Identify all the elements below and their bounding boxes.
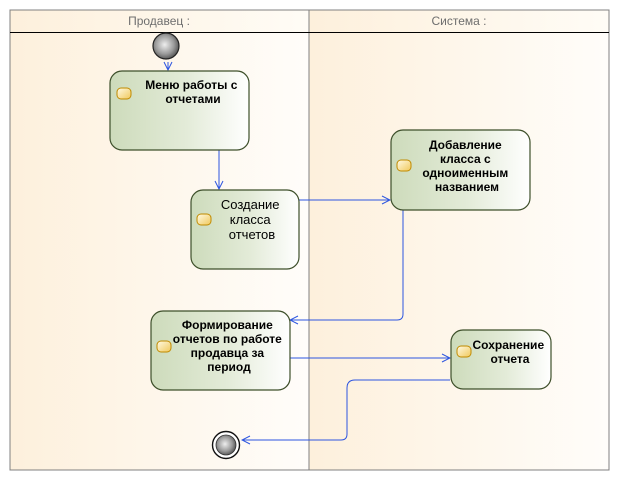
- action-label: Сохранение отчета: [473, 338, 548, 366]
- lane-title-seller: Продавец :: [128, 14, 190, 28]
- action-menu-reports[interactable]: Меню работы с отчетами: [109, 70, 250, 151]
- action-icon: [396, 159, 412, 172]
- action-icon: [456, 345, 472, 358]
- action-save-report[interactable]: Сохранение отчета: [450, 329, 552, 390]
- initial-node[interactable]: [152, 32, 180, 60]
- edge-save-to-end[interactable]: [242, 379, 450, 440]
- lane-borders: [9, 9, 610, 471]
- action-label: Создание класса отчетов: [221, 197, 283, 242]
- action-form-seller-reports[interactable]: Формирование отчетов по работе продавца …: [150, 310, 291, 391]
- action-label: Добавление класса с одноименным название…: [422, 138, 511, 194]
- edge-add-to-form[interactable]: [290, 210, 404, 320]
- action-create-report-class[interactable]: Создание класса отчетов: [190, 189, 300, 270]
- action-label: Меню работы с отчетами: [145, 78, 240, 106]
- edges: [168, 62, 450, 440]
- final-node[interactable]: [211, 430, 241, 460]
- action-add-same-name-class[interactable]: Добавление класса с одноименным название…: [390, 129, 531, 211]
- swimlane-system: Система :: [309, 10, 609, 470]
- action-label: Формирование отчетов по работе продавца …: [173, 318, 285, 374]
- action-icon: [156, 340, 172, 353]
- lane-title-system: Система :: [432, 14, 487, 28]
- action-icon: [116, 87, 132, 100]
- action-icon: [196, 213, 212, 226]
